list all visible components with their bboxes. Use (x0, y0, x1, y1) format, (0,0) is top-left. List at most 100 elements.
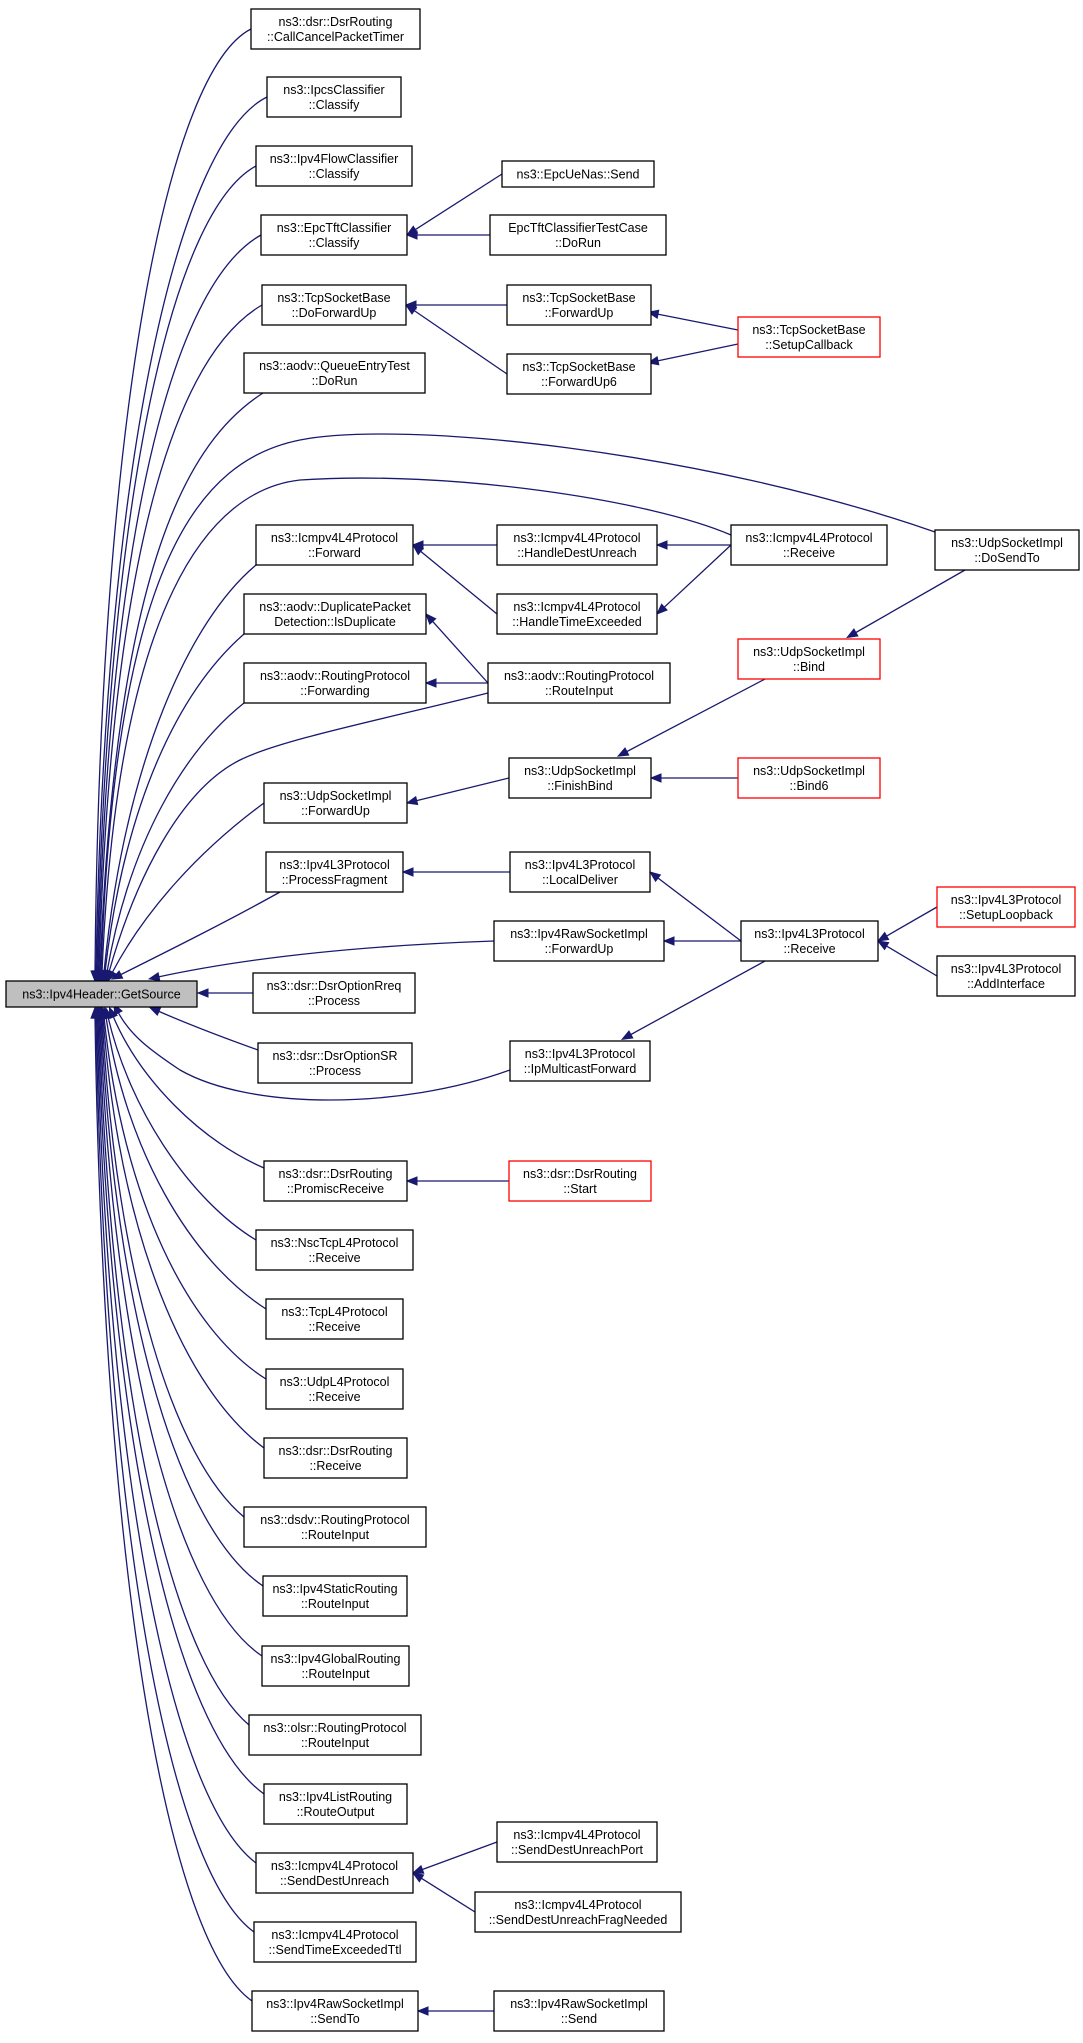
node-box (493, 1990, 665, 2032)
node-label-line: ::Receive (308, 1390, 360, 1404)
function-node[interactable]: ns3::Ipv4StaticRouting::RouteInput (262, 1575, 408, 1617)
function-node[interactable]: ns3::olsr::RoutingProtocol::RouteInput (248, 1714, 422, 1756)
function-node[interactable]: ns3::UdpSocketImpl::Bind6 (737, 757, 881, 799)
function-node[interactable]: ns3::dsr::DsrRouting::Receive (263, 1437, 408, 1479)
function-node[interactable]: ns3::NscTcpL4Protocol::Receive (255, 1229, 414, 1271)
edge-line (656, 313, 739, 331)
node-label-line: ::Classify (309, 167, 360, 181)
edge-line (421, 1877, 476, 1913)
node-box (261, 284, 407, 326)
edge-line (432, 621, 489, 684)
function-node[interactable]: ns3::Ipv4RawSocketImpl::Send (493, 1990, 665, 2032)
node-label-line: ns3::TcpSocketBase (277, 291, 390, 305)
function-node[interactable]: ns3::Icmpv4L4Protocol::SendDestUnreachFr… (474, 1891, 682, 1933)
function-node[interactable]: ns3::TcpSocketBase::DoForwardUp (261, 284, 407, 326)
node-label-line: ::SetupCallback (765, 338, 853, 352)
edge-n15-to-n16 (656, 544, 732, 615)
function-node[interactable]: ns3::dsr::DsrOptionRreq::Process (252, 972, 416, 1014)
node-box (260, 214, 408, 256)
edge-line (625, 678, 766, 753)
function-node[interactable]: ns3::dsr::DsrRouting::CallCancelPacketTi… (250, 8, 421, 50)
function-node[interactable]: ns3::Ipv4FlowClassifier::Classify (255, 145, 413, 187)
function-node[interactable]: ns3::aodv::QueueEntryTest::DoRun (243, 352, 426, 394)
function-node[interactable]: ns3::IpcsClassifier::Classify (266, 76, 402, 118)
node-label-line: ns3::TcpSocketBase (522, 291, 635, 305)
function-node[interactable]: ns3::Ipv4L3Protocol::AddInterface (936, 955, 1076, 997)
function-node[interactable]: ns3::Ipv4GlobalRouting::RouteInput (261, 1645, 410, 1687)
function-node[interactable]: ns3::EpcUeNas::Send (501, 160, 655, 188)
function-node[interactable]: ns3::Icmpv4L4Protocol::SendDestUnreach (255, 1852, 414, 1894)
function-node[interactable]: ns3::Ipv4RawSocketImpl::SendTo (251, 1990, 419, 2032)
edge-arrowhead (876, 940, 890, 951)
node-label-line: ns3::Icmpv4L4Protocol (513, 1828, 640, 1842)
edge-line (112, 1015, 265, 1169)
function-node[interactable]: ns3::UdpL4Protocol::Receive (265, 1368, 404, 1410)
function-node[interactable]: EpcTftClassifierTestCase::DoRun (489, 214, 667, 256)
edge-line (103, 1016, 267, 1380)
edge-arrowhead (411, 544, 425, 556)
node-box (250, 8, 421, 50)
function-node[interactable]: ns3::dsr::DsrOptionSR::Process (257, 1042, 413, 1084)
function-node[interactable]: ns3::aodv::RoutingProtocol::RouteInput (487, 662, 671, 704)
function-node[interactable]: ns3::aodv::RoutingProtocol::Forwarding (243, 662, 427, 704)
node-label-line: ns3::Ipv4L3Protocol (525, 1047, 636, 1061)
function-node[interactable]: ns3::Ipv4L3Protocol::LocalDeliver (509, 851, 651, 893)
edge-n30-to-root (196, 988, 253, 998)
node-box (243, 1506, 427, 1548)
function-node[interactable]: ns3::TcpSocketBase::ForwardUp (506, 284, 652, 326)
function-node[interactable]: ns3::Ipv4L3Protocol::SetupLoopback (936, 886, 1076, 928)
node-label-line: ns3::Icmpv4L4Protocol (271, 531, 398, 545)
function-node[interactable]: ns3::aodv::DuplicatePacketDetection::IsD… (243, 593, 427, 635)
function-node[interactable]: ns3::Ipv4L3Protocol::ProcessFragment (265, 851, 404, 893)
root-function-node[interactable]: ns3::Ipv4Header::GetSource (5, 980, 198, 1008)
node-label-line: ns3::Ipv4StaticRouting (272, 1582, 397, 1596)
function-node[interactable]: ns3::UdpSocketImpl::FinishBind (508, 757, 652, 799)
function-node[interactable]: ns3::Icmpv4L4Protocol::HandleTimeExceede… (496, 593, 658, 635)
function-node[interactable]: ns3::dsr::DsrRouting::Start (508, 1160, 652, 1202)
node-label-line: ::CallCancelPacketTimer (267, 30, 404, 44)
edge-arrowhead (401, 867, 414, 877)
node-label-line: ::SendDestUnreach (280, 1874, 389, 1888)
node-box (496, 1821, 658, 1863)
function-node[interactable]: ns3::dsdv::RoutingProtocol::RouteInput (243, 1506, 427, 1548)
function-node[interactable]: ns3::Ipv4ListRouting::RouteOutput (263, 1783, 408, 1825)
edge-n25-to-n24 (401, 867, 510, 877)
function-node[interactable]: ns3::UdpSocketImpl::DoSendTo (934, 529, 1080, 571)
edge-n5-to-n4 (405, 173, 503, 236)
function-node[interactable]: ns3::TcpSocketBase::SetupCallback (737, 316, 881, 358)
edge-line (94, 1016, 253, 2002)
edge-arrowhead (620, 1030, 634, 1040)
function-node[interactable]: ns3::Ipv4RawSocketImpl::ForwardUp (493, 920, 665, 962)
node-label-line: ns3::dsdv::RoutingProtocol (260, 1513, 409, 1527)
node-box (730, 524, 888, 566)
function-node[interactable]: ns3::TcpSocketBase::ForwardUp6 (506, 353, 652, 395)
function-node[interactable]: ns3::UdpSocketImpl::Bind (737, 638, 881, 680)
node-box (263, 1437, 408, 1479)
edge-arrowhead (648, 871, 662, 883)
function-node[interactable]: ns3::EpcTftClassifier::Classify (260, 214, 408, 256)
function-node[interactable]: ns3::Icmpv4L4Protocol::HandleDestUnreach (496, 524, 658, 566)
node-label-line: ns3::Ipv4L3Protocol (525, 858, 636, 872)
node-label-line: ns3::NscTcpL4Protocol (271, 1236, 399, 1250)
function-node[interactable]: ns3::Ipv4L3Protocol::Receive (740, 920, 879, 962)
edge-line (107, 1016, 257, 1241)
node-label-line: ::Process (308, 994, 360, 1008)
edge-arrowhead (404, 304, 418, 315)
function-node[interactable]: ns3::Icmpv4L4Protocol::SendDestUnreachPo… (496, 1821, 658, 1863)
edge-n28-to-n27 (662, 936, 741, 946)
node-label-line: ns3::Ipv4L3Protocol (754, 927, 865, 941)
edge-n6-to-n4 (405, 230, 490, 240)
edge-arrowhead (616, 747, 630, 757)
function-node[interactable]: ns3::Ipv4L3Protocol::IpMulticastForward (509, 1040, 651, 1082)
function-node[interactable]: ns3::Icmpv4L4Protocol::Forward (255, 524, 414, 566)
edges-layer (90, 28, 966, 2016)
function-node[interactable]: ns3::dsr::DsrRouting::PromiscReceive (263, 1160, 408, 1202)
node-box (489, 214, 667, 256)
function-node[interactable]: ns3::TcpL4Protocol::Receive (265, 1298, 404, 1340)
node-label-line: ns3::Icmpv4L4Protocol (513, 600, 640, 614)
function-node[interactable]: ns3::Icmpv4L4Protocol::SendTimeExceededT… (253, 1921, 417, 1963)
function-node[interactable]: ns3::Icmpv4L4Protocol::Receive (730, 524, 888, 566)
edge-line (657, 877, 742, 942)
node-label-line: ::Send (561, 2012, 597, 2026)
function-node[interactable]: ns3::UdpSocketImpl::ForwardUp (263, 782, 408, 824)
